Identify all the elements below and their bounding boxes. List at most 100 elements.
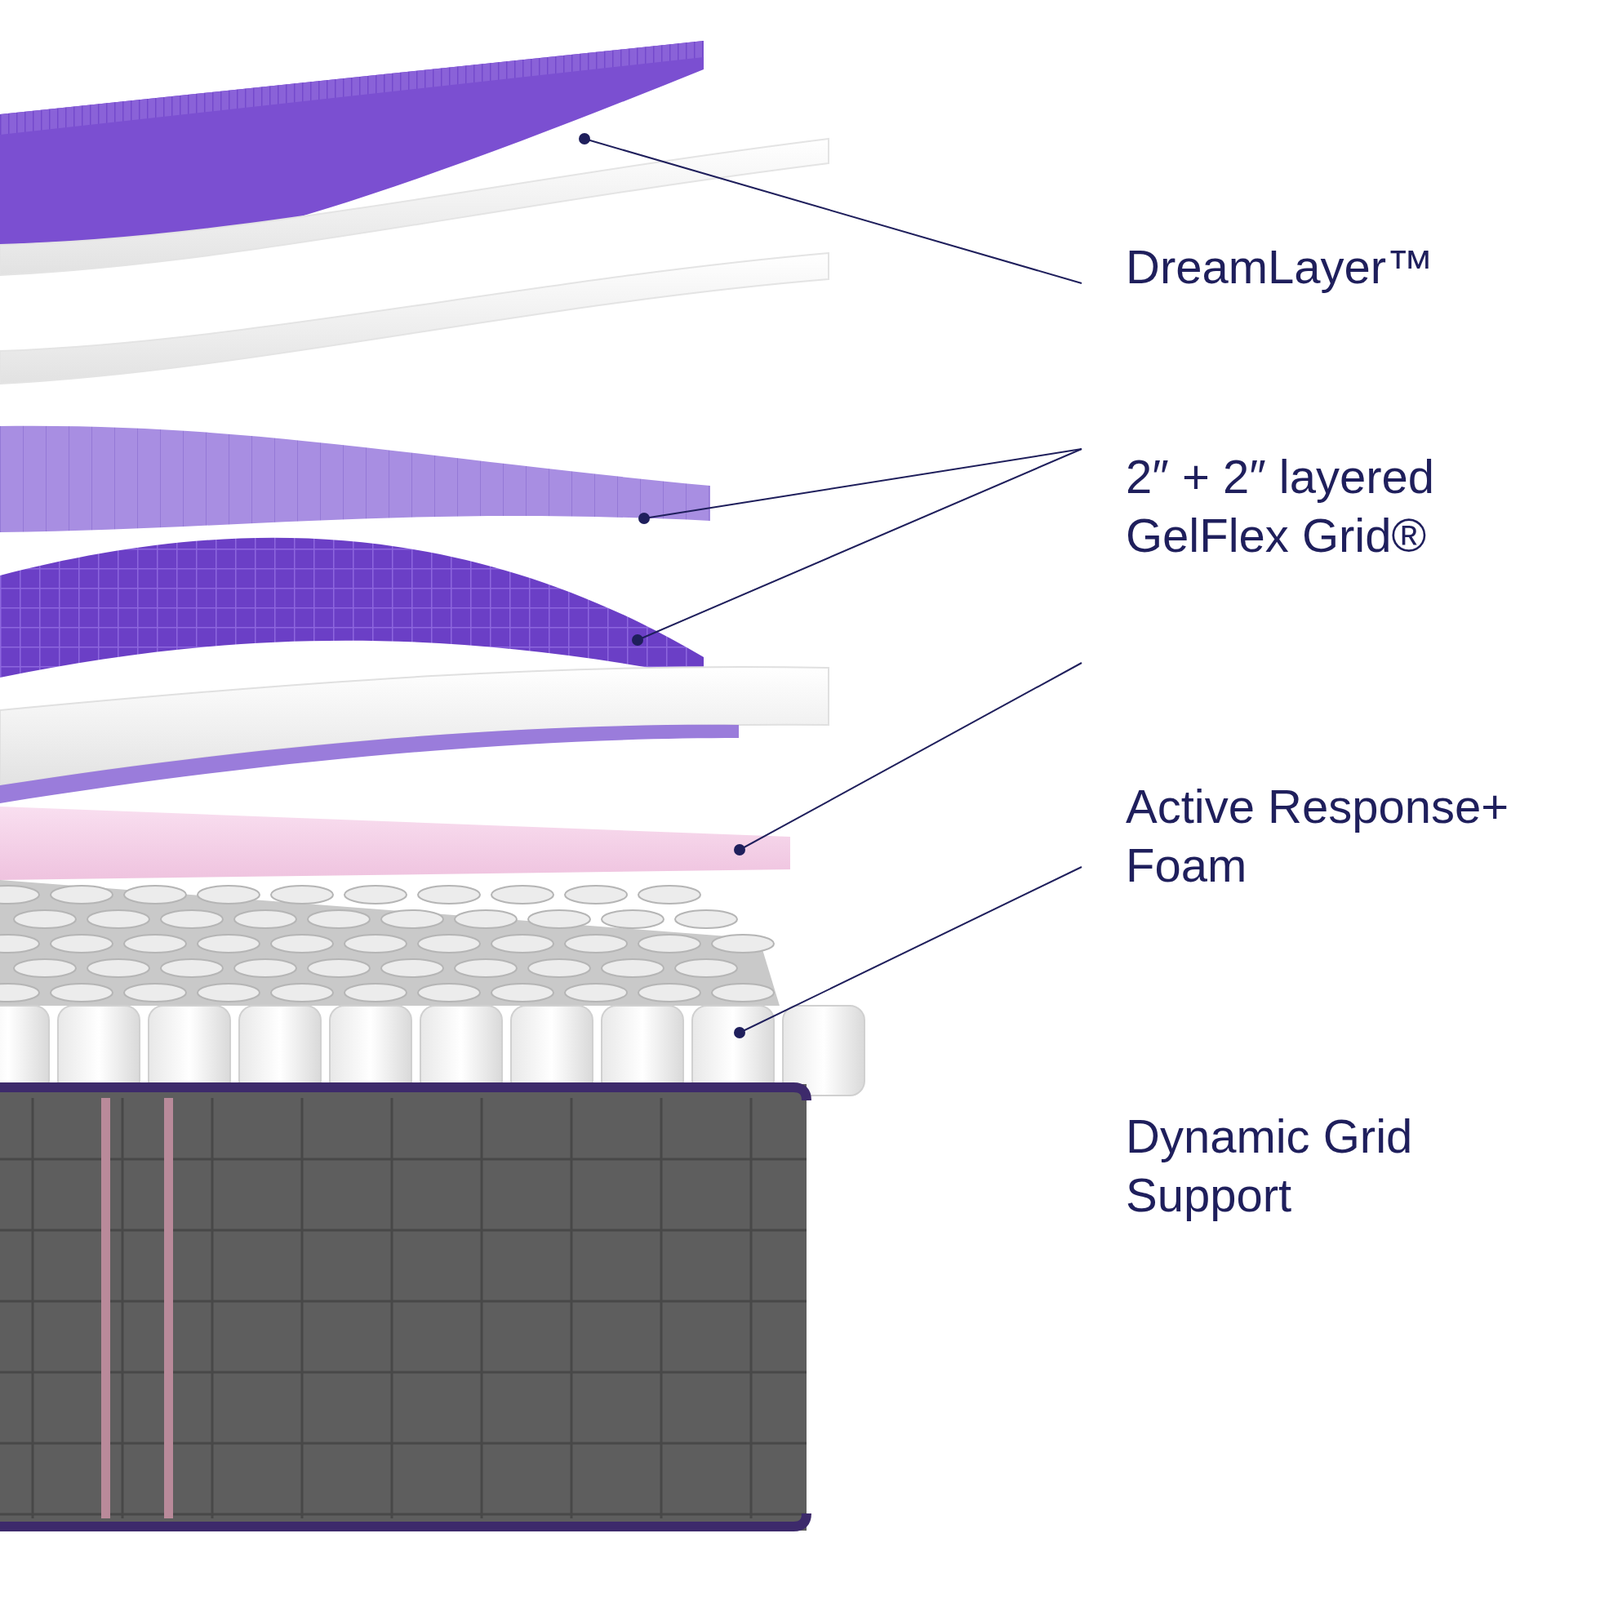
foam-layer-edge bbox=[0, 724, 739, 804]
coil-top bbox=[417, 934, 480, 953]
pocket-coil bbox=[148, 1005, 231, 1096]
leader-dot bbox=[733, 1026, 746, 1039]
mattress-base bbox=[0, 1084, 807, 1531]
pink-stripe bbox=[101, 1097, 111, 1519]
coil-top bbox=[50, 885, 113, 904]
leader-dot bbox=[733, 844, 746, 856]
coil-top bbox=[234, 959, 297, 978]
coil-top bbox=[0, 983, 40, 1002]
leader-dot bbox=[638, 512, 650, 525]
coil-top bbox=[197, 885, 260, 904]
coil-top bbox=[0, 934, 40, 953]
coil-top bbox=[564, 983, 627, 1002]
bottom-piping bbox=[0, 1513, 807, 1527]
coil-top bbox=[197, 934, 260, 953]
coil-top bbox=[417, 885, 480, 904]
coil-top bbox=[307, 959, 370, 978]
pocket-coil bbox=[420, 1005, 503, 1096]
quilt-line bbox=[0, 1371, 807, 1374]
dreamlayer-ribbed-edge bbox=[0, 40, 704, 135]
coil-top bbox=[675, 959, 738, 978]
quilt-line bbox=[31, 1097, 35, 1519]
quilt-line bbox=[391, 1097, 394, 1519]
coil-top bbox=[344, 983, 407, 1002]
gelflex-grid-layer bbox=[0, 537, 704, 678]
coil-top bbox=[0, 885, 40, 904]
coil-top bbox=[13, 910, 76, 929]
coil-top bbox=[160, 910, 223, 929]
coil-top bbox=[417, 983, 480, 1002]
coil-top bbox=[711, 983, 774, 1002]
coil-top bbox=[675, 910, 738, 929]
quilt-line bbox=[0, 1442, 807, 1445]
leader-line bbox=[584, 138, 1082, 284]
pocket-coil bbox=[329, 1005, 412, 1096]
pink-stripe bbox=[164, 1097, 174, 1519]
coil-top bbox=[50, 934, 113, 953]
coil-top bbox=[638, 885, 701, 904]
quilt-line bbox=[570, 1097, 574, 1519]
coil-top bbox=[124, 885, 187, 904]
coil-top bbox=[234, 910, 297, 929]
callout-label: Active Response+ Foam bbox=[1125, 777, 1551, 895]
coil-top bbox=[271, 983, 334, 1002]
callout-label: 2″ + 2″ layered GelFlex Grid® bbox=[1125, 447, 1551, 565]
coil-top bbox=[454, 959, 517, 978]
coil-top bbox=[528, 959, 591, 978]
coil-top bbox=[491, 885, 554, 904]
quilt-line bbox=[301, 1097, 304, 1519]
coil-top bbox=[564, 885, 627, 904]
quilt-line bbox=[0, 1229, 807, 1232]
comfort-sheet bbox=[0, 138, 829, 276]
leader-line bbox=[739, 662, 1082, 850]
pocket-coil bbox=[782, 1005, 865, 1096]
coil-bed bbox=[0, 880, 780, 1006]
pocket-coil bbox=[511, 1005, 593, 1096]
coil-top bbox=[124, 934, 187, 953]
coil-top bbox=[638, 934, 701, 953]
coil-top bbox=[50, 983, 113, 1002]
leader-line bbox=[637, 448, 1082, 640]
coil-top bbox=[271, 934, 334, 953]
coil-top bbox=[307, 910, 370, 929]
coil-top bbox=[344, 885, 407, 904]
coil-top bbox=[160, 959, 223, 978]
coil-top bbox=[454, 910, 517, 929]
coil-top bbox=[13, 959, 76, 978]
pocket-coil bbox=[57, 1005, 140, 1096]
leader-dot bbox=[578, 133, 591, 145]
quilt-line bbox=[0, 1513, 807, 1516]
coil-top bbox=[528, 910, 591, 929]
quilt-line bbox=[0, 1158, 807, 1161]
coil-top bbox=[197, 983, 260, 1002]
quilt-line bbox=[660, 1097, 663, 1519]
comfort-sheet bbox=[0, 253, 829, 384]
coil-top bbox=[124, 983, 187, 1002]
coil-top bbox=[491, 983, 554, 1002]
quilt-line bbox=[211, 1097, 214, 1519]
leader-dot bbox=[631, 634, 644, 646]
leader-line bbox=[739, 866, 1082, 1033]
coil-top bbox=[381, 959, 444, 978]
quilt-line bbox=[0, 1300, 807, 1303]
callout-label: DreamLayer™ bbox=[1125, 237, 1551, 297]
active-response-foam bbox=[0, 806, 791, 880]
pocket-coil bbox=[239, 1005, 321, 1096]
coil-top bbox=[601, 959, 664, 978]
coil-top bbox=[564, 934, 627, 953]
coil-top bbox=[491, 934, 554, 953]
quilt-line bbox=[750, 1097, 753, 1519]
top-piping bbox=[0, 1087, 807, 1101]
quilt-line bbox=[121, 1097, 125, 1519]
coil-top bbox=[271, 885, 334, 904]
gelflex-grid-layer bbox=[0, 426, 711, 533]
pocket-coil bbox=[601, 1005, 684, 1096]
coil-top bbox=[344, 934, 407, 953]
coil-top bbox=[87, 959, 150, 978]
leader-line bbox=[644, 448, 1082, 519]
coil-top bbox=[711, 934, 774, 953]
coil-top bbox=[601, 910, 664, 929]
quilt-lines bbox=[0, 1097, 807, 1519]
callout-label: Dynamic Grid Support bbox=[1125, 1106, 1551, 1225]
